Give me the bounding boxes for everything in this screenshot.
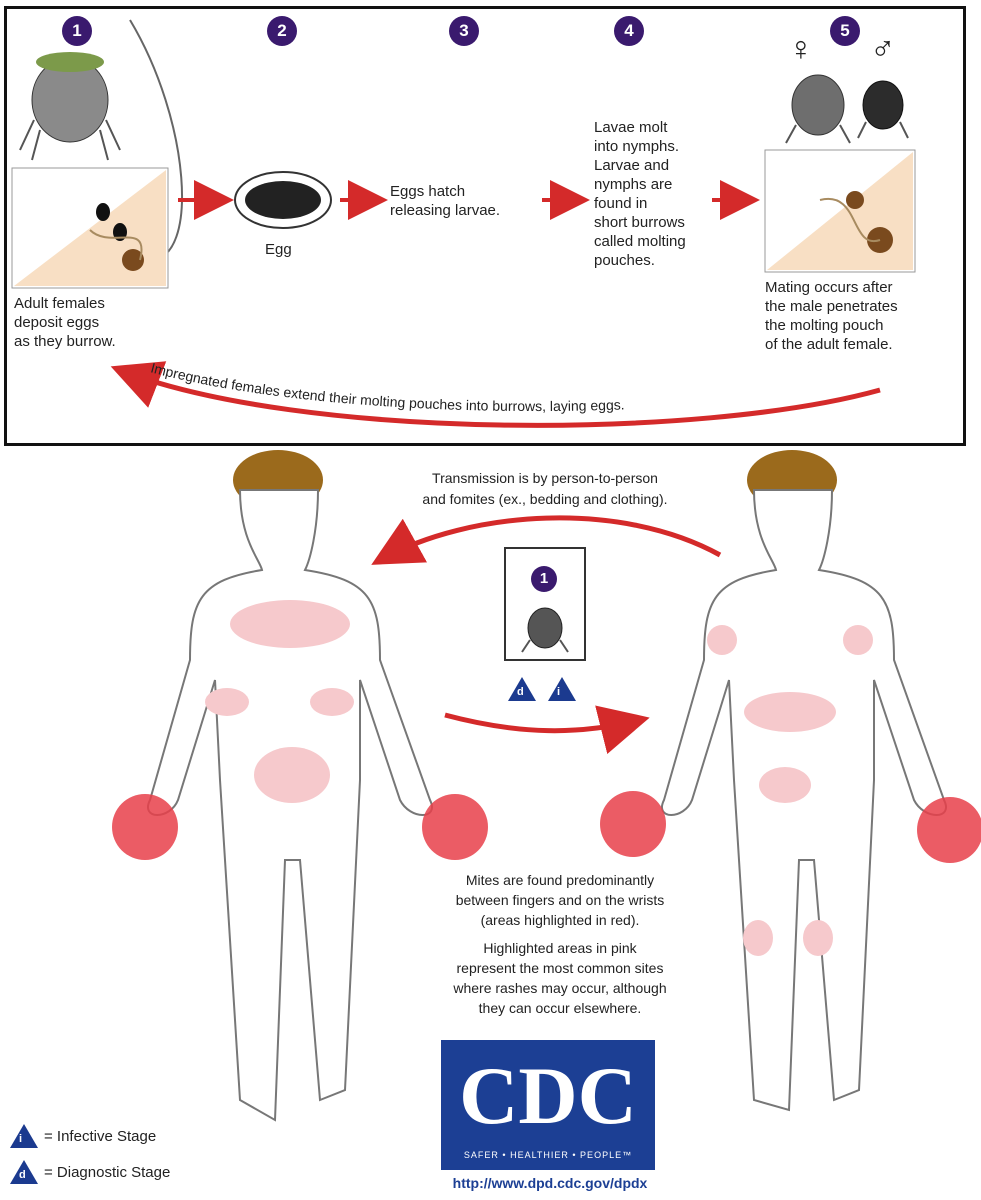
infective-legend-label: = Infective Stage	[44, 1127, 157, 1145]
waist-rash-area	[744, 692, 836, 732]
step-3-number: 3	[449, 16, 479, 46]
female-mite-icon	[785, 74, 851, 144]
cdc-logo: CDC SAFER • HEALTHIER • PEOPLE™	[441, 1040, 655, 1170]
step-4-number: 4	[614, 16, 644, 46]
svg-text:Impregnated females extend the: Impregnated females extend their molting…	[149, 359, 625, 414]
upper-back-rash-area	[230, 600, 350, 648]
adult-mite-icon	[19, 52, 121, 161]
step-4-caption: Lavae molt into nymphs. Larvae and nymph…	[594, 119, 686, 269]
male-symbol: ♂	[870, 30, 896, 68]
transmission-arrow-right	[444, 705, 650, 754]
right-elbow-rash-area	[310, 688, 354, 716]
infective-legend-icon: i	[10, 1124, 38, 1148]
egg-icon	[234, 171, 332, 229]
right-armpit-rash-area	[843, 625, 873, 655]
step-2-caption: Egg	[265, 241, 292, 258]
step-3-caption: Eggs hatch releasing larvae.	[390, 183, 501, 219]
right-knee-rash-area	[803, 920, 833, 956]
legend-diagnostic: d = Diagnostic Stage	[10, 1160, 170, 1184]
diagnostic-legend-icon: d	[10, 1160, 38, 1184]
female-symbol: ♀	[788, 30, 814, 68]
left-armpit-rash-area	[707, 625, 737, 655]
step-1-number: 1	[62, 16, 92, 46]
transmission-text: Transmission is by person-to-person and …	[422, 470, 668, 507]
life-cycle-panel	[4, 6, 966, 446]
left-hand-mite-area-front	[600, 791, 666, 857]
return-arrow-text: Impregnated females extend their molting…	[149, 359, 625, 414]
step-5-number: 5	[830, 16, 860, 46]
buttocks-rash-area	[254, 747, 330, 803]
infective-stage-icon: i	[548, 677, 576, 701]
center-mite-icon	[521, 607, 569, 653]
diagnostic-stage-icon: d	[508, 677, 536, 701]
left-elbow-rash-area	[205, 688, 249, 716]
left-hand-mite-area	[112, 794, 178, 860]
mating-burrow-icon	[764, 149, 916, 273]
groin-rash-area	[759, 767, 811, 803]
male-mite-icon	[857, 80, 909, 139]
transmission-arrow-left	[371, 515, 722, 565]
step-2-number: 2	[267, 16, 297, 46]
skin-burrow-female-icon	[11, 167, 169, 289]
return-arrow	[110, 361, 881, 428]
right-hand-mite-area-front	[917, 797, 981, 863]
center-stage-number: 1	[531, 566, 557, 592]
cdc-url-link[interactable]: http://www.dpd.cdc.gov/dpdx	[452, 1175, 648, 1191]
cdc-logo-text: CDC	[459, 1050, 637, 1141]
step-5-caption: Mating occurs after the male penetrates …	[765, 279, 898, 353]
step-1-caption: Adult females deposit eggs as they burro…	[14, 295, 116, 350]
mites-location-text: Mites are found predominantly between fi…	[455, 872, 665, 928]
person-back-view	[112, 450, 488, 1122]
person-front-view	[600, 450, 981, 1112]
cdc-tagline: SAFER • HEALTHIER • PEOPLE™	[463, 1150, 633, 1160]
left-knee-rash-area	[743, 920, 773, 956]
right-hand-mite-area	[422, 794, 488, 860]
rash-sites-text: Highlighted areas in pink represent the …	[453, 940, 667, 1016]
legend-infective: i = Infective Stage	[10, 1124, 156, 1148]
diagnostic-legend-label: = Diagnostic Stage	[44, 1163, 171, 1181]
